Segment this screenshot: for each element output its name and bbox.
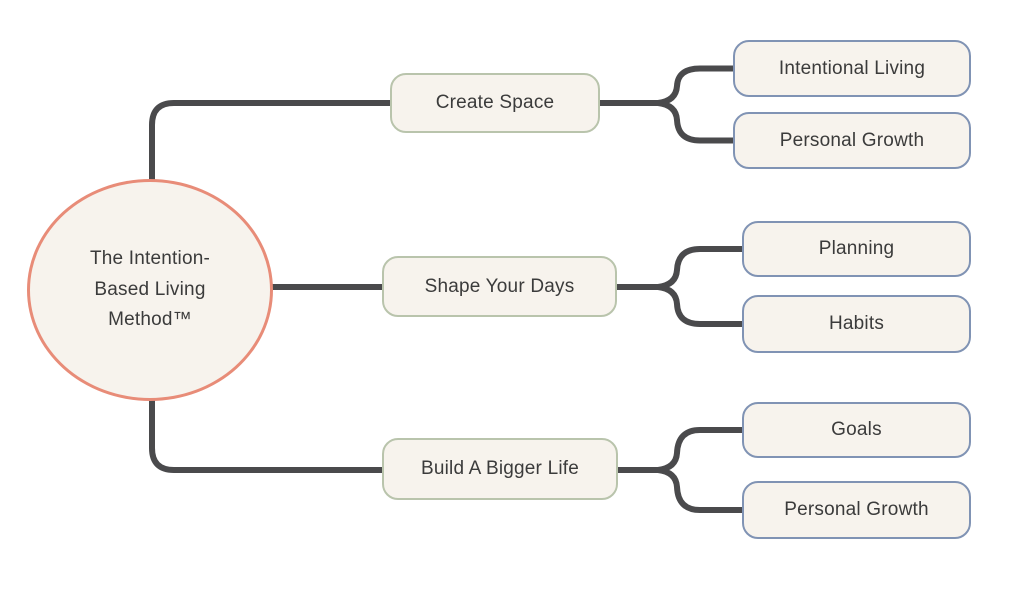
branch-node-label: Build A Bigger Life [420,458,580,479]
leaf-node-planning: Planning [742,221,971,277]
connector-bottom-fork-up [655,427,747,473]
connector-middle-fork-down [655,284,747,327]
leaf-node-intentional-living: Intentional Living [733,40,971,97]
connector-bottom-fork-down [655,467,747,513]
connector-top-fork-down [655,100,738,144]
leaf-node-label: Habits [828,313,885,334]
leaf-node-goals: Goals [742,402,971,458]
branch-node-label: Create Space [435,92,555,113]
leaf-node-label: Personal Growth [779,129,925,151]
leaf-node-personal-growth-top: Personal Growth [733,112,971,169]
leaf-node-label: Personal Growth [784,499,929,520]
branch-node-create-space: Create Space [390,73,600,133]
leaf-node-personal-growth-bottom: Personal Growth [742,481,971,539]
leaf-node-label: Goals [831,419,882,440]
leaf-node-label: Intentional Living [778,57,926,79]
connector-bottom-branch [149,395,385,473]
branch-node-build-a-bigger-life: Build A Bigger Life [382,438,618,500]
leaf-node-label: Planning [818,238,895,259]
center-node: The Intention-Based Living Method™ [27,179,273,401]
connector-top-fork-up [655,65,738,106]
branch-node-shape-your-days: Shape Your Days [382,256,617,317]
connector-middle-fork-up [655,246,747,290]
connector-top-branch [149,100,393,185]
leaf-node-habits: Habits [742,295,971,353]
center-node-label: The Intention-Based Living Method™ [89,248,211,331]
branch-node-label: Shape Your Days [424,275,575,297]
